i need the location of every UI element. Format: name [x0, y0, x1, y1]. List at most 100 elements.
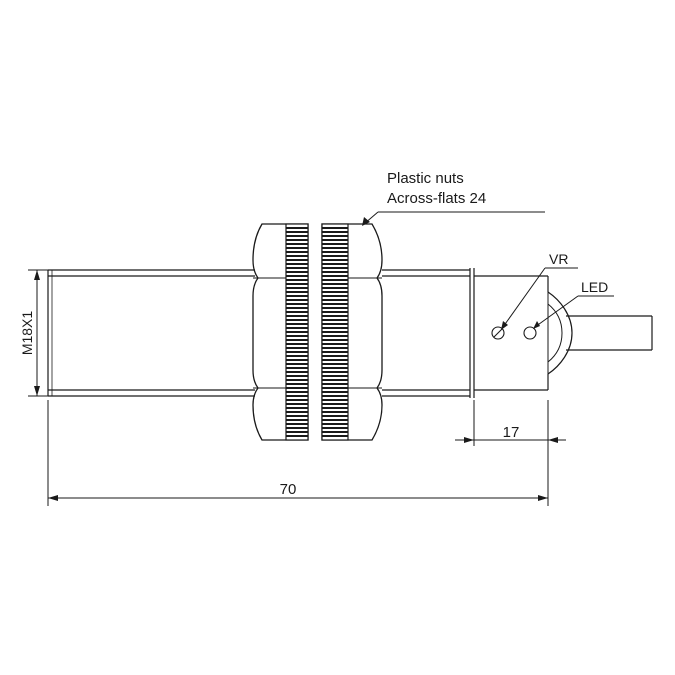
knurl-stripe — [286, 307, 308, 309]
knurl-stripe — [322, 327, 348, 329]
knurl-stripe — [286, 335, 308, 337]
knurl-stripe — [286, 303, 308, 305]
knurl-stripe — [322, 435, 348, 437]
knurl-stripe — [322, 351, 348, 353]
knurl-stripe — [322, 319, 348, 321]
nut-callout-leader — [362, 211, 545, 226]
led-label: LED — [581, 279, 608, 295]
knurl-stripe — [322, 411, 348, 413]
knurl-stripe — [286, 391, 308, 393]
threaded-barrel — [47, 268, 475, 398]
knurl-stripe — [286, 431, 308, 433]
vr-callout-leader — [501, 267, 578, 330]
knurl-stripe — [322, 403, 348, 405]
knurl-stripe — [286, 331, 308, 333]
knurl-stripe — [286, 375, 308, 377]
knurl-stripe — [322, 231, 348, 233]
knurl-stripe — [286, 235, 308, 237]
knurl-stripe — [322, 339, 348, 341]
knurl-stripe — [322, 347, 348, 349]
knurl-stripe — [322, 303, 348, 305]
knurl-stripe — [286, 271, 308, 273]
knurl-stripe — [286, 267, 308, 269]
overall-length-dimension-line — [47, 400, 548, 506]
knurl-stripe — [286, 407, 308, 409]
knurl-stripe — [322, 343, 348, 345]
knurl-stripe — [322, 255, 348, 257]
knurl-stripe — [286, 243, 308, 245]
knurl-stripe — [286, 363, 308, 365]
knurl-stripe — [322, 363, 348, 365]
knurl-stripe — [322, 315, 348, 317]
cable-gland-inner — [547, 303, 563, 363]
led-window-icon — [523, 326, 537, 340]
rear-length-dimension-line — [455, 400, 566, 506]
knurl-stripe — [286, 231, 308, 233]
knurl-stripe — [286, 399, 308, 401]
nut-callout-line1: Plastic nuts — [387, 170, 464, 187]
knurl-stripe — [322, 291, 348, 293]
plastic-nut-left — [252, 223, 309, 441]
knurl-stripe — [322, 307, 348, 309]
nut-callout-line2: Across-flats 24 — [387, 190, 486, 207]
knurl-stripe — [322, 375, 348, 377]
knurl-stripe — [322, 295, 348, 297]
vr-label: VR — [549, 251, 568, 267]
knurl-stripe — [322, 367, 348, 369]
knurl-stripe — [286, 411, 308, 413]
knurl-stripe — [286, 263, 308, 265]
knurl-stripe — [286, 351, 308, 353]
knurl-stripe — [286, 291, 308, 293]
knurl-band-right — [321, 223, 349, 441]
vr-screw-icon — [491, 326, 505, 340]
knurl-stripe — [286, 359, 308, 361]
knurl-stripe — [322, 407, 348, 409]
knurl-stripe — [322, 359, 348, 361]
cable-gland — [547, 291, 573, 375]
knurl-stripe — [286, 415, 308, 417]
knurl-stripe — [322, 427, 348, 429]
knurl-stripe — [286, 279, 308, 281]
knurl-stripe — [322, 399, 348, 401]
cable — [566, 315, 653, 351]
led-callout-leader — [533, 295, 614, 329]
thread-dimension-label: M18X1 — [19, 311, 35, 356]
knurl-band-left — [285, 223, 309, 441]
rear-housing — [474, 275, 549, 391]
knurl-stripe — [322, 423, 348, 425]
knurl-stripe — [286, 379, 308, 381]
rear-length-label: 17 — [503, 424, 520, 441]
knurl-stripe — [322, 371, 348, 373]
knurl-stripe — [322, 323, 348, 325]
knurl-stripe — [322, 239, 348, 241]
thread-dimension-line — [28, 269, 48, 397]
knurl-stripe — [322, 355, 348, 357]
knurl-stripe — [286, 327, 308, 329]
knurl-stripe — [286, 275, 308, 277]
knurl-stripe — [322, 275, 348, 277]
knurl-stripe — [286, 419, 308, 421]
knurl-stripe — [322, 415, 348, 417]
knurl-stripe — [286, 299, 308, 301]
knurl-stripe — [286, 315, 308, 317]
knurl-stripe — [322, 247, 348, 249]
knurl-stripe — [322, 431, 348, 433]
knurl-stripe — [322, 259, 348, 261]
knurl-stripe — [322, 235, 348, 237]
knurl-stripe — [286, 227, 308, 229]
knurl-stripe — [286, 343, 308, 345]
knurl-stripe — [286, 259, 308, 261]
knurl-stripe — [322, 283, 348, 285]
knurl-stripe — [286, 283, 308, 285]
knurl-stripe — [286, 403, 308, 405]
knurl-stripe — [322, 243, 348, 245]
plastic-nut-right — [321, 223, 383, 441]
knurl-stripe — [322, 267, 348, 269]
knurl-stripe — [286, 347, 308, 349]
knurl-stripe — [286, 423, 308, 425]
knurl-stripe — [286, 427, 308, 429]
knurl-stripe — [286, 435, 308, 437]
knurl-stripe — [286, 383, 308, 385]
knurl-stripe — [322, 299, 348, 301]
